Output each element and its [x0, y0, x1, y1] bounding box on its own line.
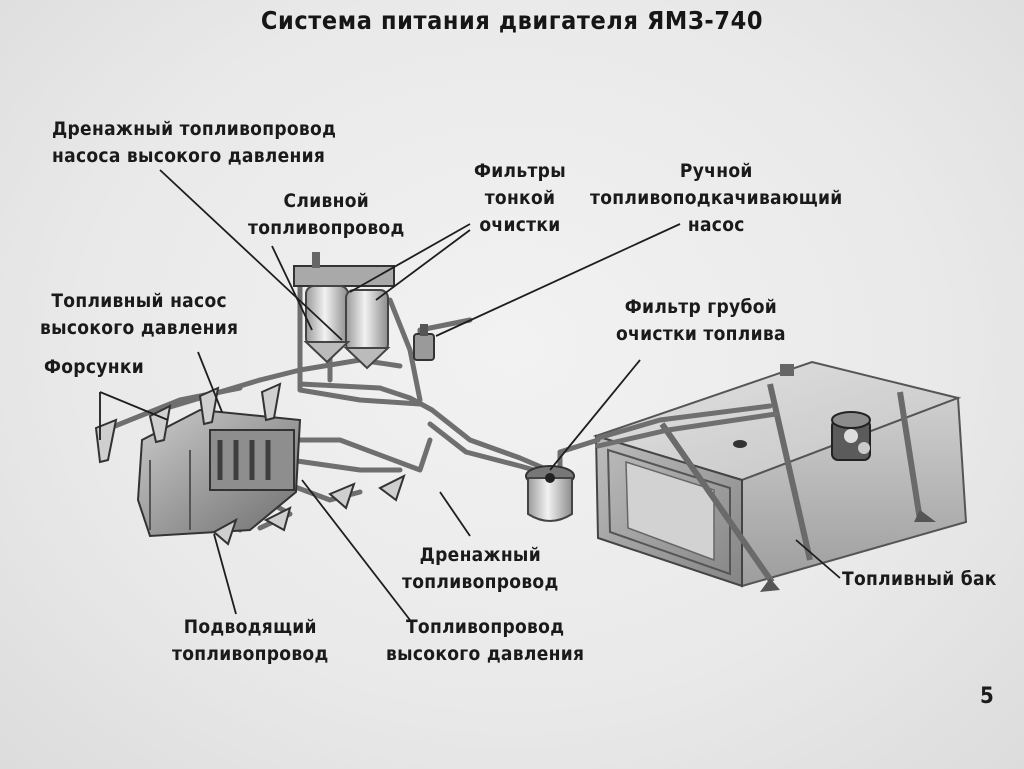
label-line: высокого давления: [386, 643, 585, 665]
label-line: насоса высокого давления: [52, 145, 326, 167]
label-drain-line-hp-pump: Дренажный топливопровод насоса высокого …: [52, 116, 336, 170]
label-line: топливопровод: [248, 217, 405, 239]
label-line: топливопровод: [402, 571, 559, 593]
fuel-tank: [592, 360, 968, 592]
label-return-line: Сливной топливопровод: [248, 188, 405, 242]
engine-block: [136, 408, 302, 538]
label-line: Топливный насос: [51, 290, 227, 312]
hand-pump-icon: [413, 324, 435, 361]
label-hp-pump: Топливный насос высокого давления: [40, 288, 238, 342]
label-hand-pump: Ручной топливоподкачивающий насос: [590, 158, 843, 239]
label-line: Топливопровод: [405, 616, 565, 638]
label-line: Дренажный топливопровод: [52, 118, 337, 140]
label-line: Фильтры: [474, 160, 566, 182]
label-line: Фильтр грубой: [624, 296, 778, 318]
label-fuel-tank: Топливный бак: [842, 566, 997, 593]
label-line: насос: [687, 214, 745, 236]
label-line: Подводящий: [183, 616, 317, 638]
label-line: Форсунки: [44, 356, 144, 378]
diagram-title: Система питания двигателя ЯМЗ-740: [260, 6, 764, 35]
label-hp-line: Топливопровод высокого давления: [386, 614, 584, 668]
label-supply-line: Подводящий топливопровод: [172, 614, 329, 668]
label-fine-filters: Фильтры тонкой очистки: [474, 158, 566, 239]
label-line: Ручной: [679, 160, 753, 182]
label-coarse-filter: Фильтр грубой очистки топлива: [616, 294, 786, 348]
label-line: Дренажный: [419, 544, 541, 566]
label-line: топливопровод: [172, 643, 329, 665]
leader-lines: [99, 169, 841, 621]
label-line: тонкой: [484, 187, 556, 209]
page-number: 5: [980, 684, 994, 709]
label-line: высокого давления: [40, 317, 239, 339]
label-injectors: Форсунки: [44, 354, 144, 381]
label-line: очистки: [479, 214, 561, 236]
label-line: Топливный бак: [842, 568, 997, 590]
label-line: Сливной: [283, 190, 370, 212]
label-line: очистки топлива: [616, 323, 786, 345]
label-line: топливоподкачивающий: [590, 187, 843, 209]
coarse-filter: [525, 465, 575, 522]
filler-neck-icon: [831, 411, 871, 461]
label-drain-line: Дренажный топливопровод: [402, 542, 559, 596]
